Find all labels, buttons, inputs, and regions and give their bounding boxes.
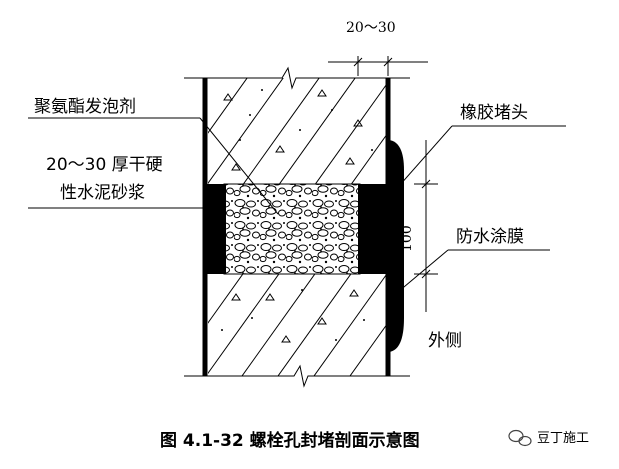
watermark-text: 豆丁施工	[537, 431, 589, 446]
dimension-top	[328, 56, 428, 76]
break-line-top	[184, 66, 410, 90]
label-outside: 外侧	[428, 331, 462, 351]
label-rubber-plug: 橡胶堵头	[460, 103, 528, 123]
label-waterproof: 防水涂膜	[456, 227, 524, 247]
rubber-plug	[358, 184, 388, 274]
dimension-side-label: 100	[399, 225, 415, 252]
leader-waterproof	[397, 249, 550, 293]
break-line-bottom	[184, 364, 410, 388]
watermark: 豆丁施工	[508, 429, 589, 447]
label-mortar-line1: 20～30 厚干硬	[46, 155, 163, 175]
label-foam: 聚氨酯发泡剂	[34, 97, 136, 117]
figure-caption: 图 4.1-32 螺栓孔封堵剖面示意图	[160, 430, 420, 451]
foam-fill	[223, 183, 361, 275]
concrete-wall-lower	[208, 274, 388, 376]
leader-rubber-plug	[375, 125, 566, 213]
dimension-top-label: 20～30	[346, 20, 396, 36]
wechat-icon	[508, 429, 532, 447]
mortar-plug	[204, 184, 226, 274]
dimension-side	[414, 140, 438, 312]
label-mortar-line2: 性水泥砂浆	[60, 183, 145, 203]
leader-foam	[28, 117, 279, 215]
